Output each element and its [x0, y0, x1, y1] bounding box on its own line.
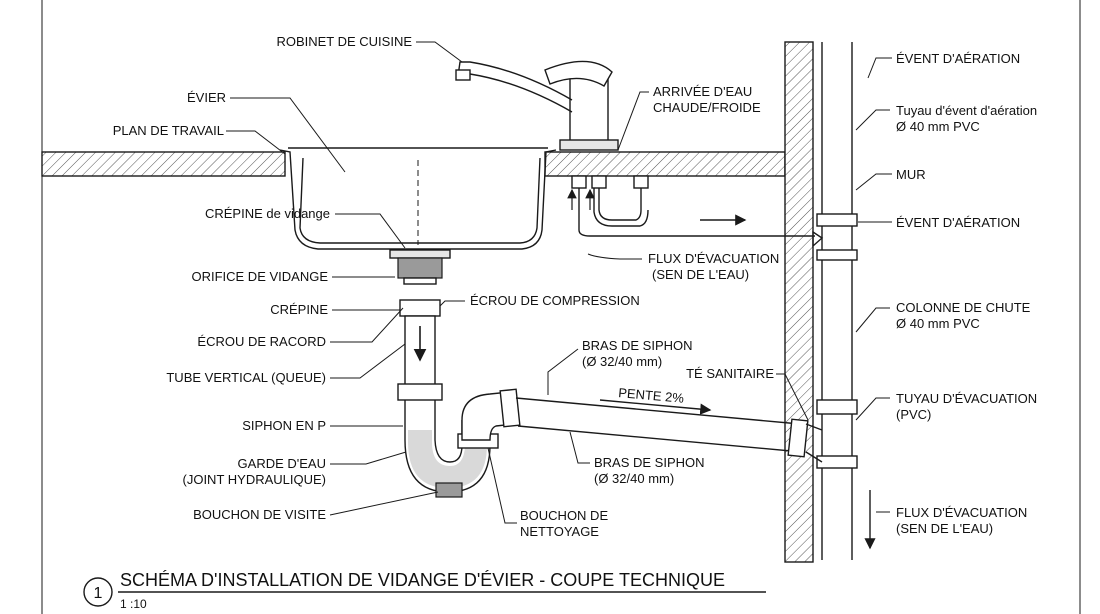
label-event-mid: ÉVENT D'AÉRATION [896, 215, 1020, 230]
sink-bowl [279, 147, 557, 250]
basket-strainer [389, 249, 451, 285]
label-bouchon-nettoyage-2: NETTOYAGE [520, 524, 599, 539]
label-colonne-2: Ø 40 mm PVC [896, 316, 980, 331]
labels: ROBINET DE CUISINE ÉVIER PLAN DE TRAVAIL… [113, 34, 1037, 539]
label-colonne-1: COLONNE DE CHUTE [896, 300, 1031, 315]
label-evier: ÉVIER [187, 90, 226, 105]
label-bras-siphon-top-2: (Ø 32/40 mm) [582, 354, 662, 369]
wall [784, 41, 814, 563]
label-te-sanitaire: TÉ SANITAIRE [686, 366, 774, 381]
label-tuyau-event-1: Tuyau d'évent d'aération [896, 103, 1037, 118]
label-bras-siphon-bot-2: (Ø 32/40 mm) [594, 471, 674, 486]
label-tuyau-evac-1: TUYAU D'ÉVACUATION [896, 391, 1037, 406]
label-orifice: ORIFICE DE VIDANGE [191, 269, 328, 284]
label-garde-eau-2: (JOINT HYDRAULIQUE) [183, 472, 327, 487]
faucet [455, 60, 619, 151]
label-arrivee-2: CHAUDE/FROIDE [653, 100, 761, 115]
title-scale: 1 :10 [120, 597, 147, 611]
trap-arm [461, 388, 823, 463]
label-arrivee-1: ARRIVÉE D'EAU [653, 84, 752, 99]
label-bras-siphon-bot-1: BRAS DE SIPHON [594, 455, 705, 470]
label-crepine-vidange: CRÉPINE de vidange [205, 206, 330, 221]
label-garde-eau-1: GARDE D'EAU [238, 456, 326, 471]
label-crepine: CRÉPINE [270, 302, 328, 317]
stack-pipe [812, 42, 858, 560]
label-event-top: ÉVENT D'AÉRATION [896, 51, 1020, 66]
label-tube-vertical: TUBE VERTICAL (QUEUE) [166, 370, 326, 385]
label-bras-siphon-top-1: BRAS DE SIPHON [582, 338, 693, 353]
tailpiece [397, 299, 443, 401]
supply-lines [567, 175, 815, 237]
label-siphon-p: SIPHON EN P [242, 418, 326, 433]
label-plan-travail: PLAN DE TRAVAIL [113, 123, 224, 138]
label-tuyau-event-2: Ø 40 mm PVC [896, 119, 980, 134]
label-tuyau-evac-2: (PVC) [896, 407, 931, 422]
label-flux-1b: (SEN DE L'EAU) [652, 267, 749, 282]
label-robinet: ROBINET DE CUISINE [276, 34, 412, 49]
label-flux-1a: FLUX D'ÉVACUATION [648, 251, 779, 266]
label-mur: MUR [896, 167, 926, 182]
page-title: SCHÉMA D'INSTALLATION DE VIDANGE D'ÉVIER… [120, 570, 725, 590]
label-pente: PENTE 2% [618, 385, 685, 406]
drawing-frame [41, 0, 1081, 614]
leader-lines [226, 41, 892, 550]
title-block: 1 SCHÉMA D'INSTALLATION DE VIDANGE D'ÉVI… [83, 570, 766, 611]
title-number-circle [83, 577, 113, 607]
label-flux-2b: (SEN DE L'EAU) [896, 521, 993, 536]
title-number: 1 [94, 585, 103, 602]
label-ecrou-racord: ÉCROU DE RACORD [197, 334, 326, 349]
countertop [41, 151, 786, 177]
label-bouchon-visite: BOUCHON DE VISITE [193, 507, 326, 522]
label-bouchon-nettoyage-1: BOUCHON DE [520, 508, 608, 523]
label-flux-2a: FLUX D'ÉVACUATION [896, 505, 1027, 520]
label-ecrou-compression: ÉCROU DE COMPRESSION [470, 293, 640, 308]
